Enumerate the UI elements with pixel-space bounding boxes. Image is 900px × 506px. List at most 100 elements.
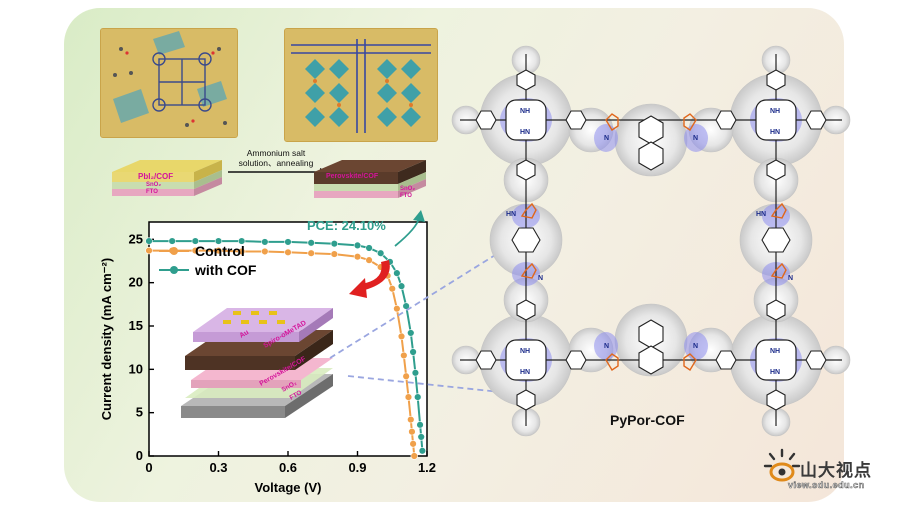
data-point-cof <box>416 421 424 429</box>
watermark-url-text: view.sdu.edu.cn <box>788 480 865 491</box>
data-point-control <box>145 246 153 255</box>
y-tick-label: 5 <box>136 405 143 420</box>
data-point-cof <box>145 237 153 245</box>
y-axis-label: Current density (mA cm⁻²) <box>99 258 114 420</box>
data-point-cof <box>307 239 315 247</box>
pypor-cof-structure: NH HN NH HN NH HN NH HN N N N N HN HN N … <box>451 45 851 437</box>
data-point-control <box>307 249 315 257</box>
atom-label-hn-1: HN <box>520 129 530 136</box>
pce-annotation: PCE: 24.10% <box>307 218 386 233</box>
data-point-control <box>330 250 339 258</box>
data-point-cof <box>365 244 373 252</box>
y-tick-label: 0 <box>136 448 143 463</box>
au-layer-label: Au <box>239 329 251 340</box>
data-point-control <box>408 428 416 436</box>
data-point-control <box>409 440 417 448</box>
data-point-cof <box>376 249 385 257</box>
atom-label-n-1: N <box>604 135 609 142</box>
data-point-control <box>237 247 246 256</box>
data-point-control <box>261 247 269 256</box>
atom-label-hn-4: HN <box>770 369 780 376</box>
atom-label-nh-2: NH <box>770 108 780 115</box>
perovskite-cof-layer-label: Perovskite/COF <box>326 173 379 180</box>
data-point-cof <box>417 433 425 441</box>
atom-label-nh-3: NH <box>520 348 530 355</box>
data-point-control <box>400 351 408 360</box>
atom-label-n-6: N <box>788 275 793 282</box>
fto-layer-label-right: FTO <box>400 193 412 199</box>
data-point-control <box>407 415 415 424</box>
atom-label-hn-5: HN <box>506 211 516 218</box>
watermark-chinese-text: 山大视点 <box>800 461 872 480</box>
x-tick-label: 0.9 <box>348 460 366 475</box>
legend-label-cof: with COF <box>194 262 257 278</box>
atom-label-n-3: N <box>604 343 609 350</box>
x-tick-label: 0.3 <box>209 460 227 475</box>
y-tick-label: 25 <box>129 231 143 246</box>
data-point-cof <box>397 282 406 290</box>
atom-label-hn-6: HN <box>756 211 766 218</box>
data-point-control <box>393 304 401 313</box>
data-point-control <box>284 248 292 257</box>
pbi2-cof-layer-stack: PbI₂/COF SnO₂ FTO <box>112 160 222 200</box>
atom-label-hn-2: HN <box>770 129 780 136</box>
data-point-cof <box>402 302 410 310</box>
data-point-cof <box>393 269 401 277</box>
y-tick-label: 20 <box>129 275 143 290</box>
arrow-label-line1: Ammonium salt <box>246 148 306 158</box>
chart-legend: Control with COF <box>159 243 257 278</box>
pbi2-cof-structure-image <box>100 28 238 138</box>
x-tick-label: 0.6 <box>279 460 297 475</box>
x-axis-label: Voltage (V) <box>255 480 322 495</box>
legend-marker-cof <box>170 266 178 274</box>
perovskite-cof-structure-image <box>284 28 438 142</box>
data-point-cof <box>261 238 269 246</box>
data-point-cof <box>214 237 223 245</box>
arrow-label-line2: solution、annealing <box>238 158 314 168</box>
data-point-cof <box>191 237 200 245</box>
data-point-control <box>410 452 418 460</box>
data-point-control <box>388 285 396 293</box>
data-point-control <box>214 246 223 255</box>
y-tick-label: 10 <box>129 361 143 376</box>
device-stack-illustration <box>181 308 333 418</box>
data-point-cof <box>353 241 362 250</box>
sdu-view-logo-icon <box>763 448 801 482</box>
perovskite-cof-layer-stack: Perovskite/COF SnO₂ FTO <box>314 160 426 204</box>
atom-label-hn-3: HN <box>520 369 530 376</box>
y-tick-label: 15 <box>129 318 143 333</box>
data-point-cof <box>330 239 339 248</box>
atom-label-n-2: N <box>693 135 698 142</box>
x-axis-ticks: 0 0.3 0.6 0.9 1.2 <box>145 451 436 475</box>
data-point-control <box>402 372 410 380</box>
data-point-cof <box>418 447 427 455</box>
data-point-control <box>397 332 406 341</box>
jv-curve-chart: 0 5 10 15 20 25 0 0.3 0.6 0.9 1.2 Current density… <box>99 210 436 495</box>
fto-layer-label-left: FTO <box>146 189 158 195</box>
atom-label-n-5: N <box>538 275 543 282</box>
x-tick-label: 0 <box>145 460 152 475</box>
cof-name-label: PyPor-COF <box>610 412 685 428</box>
pbi2-cof-layer-label: PbI₂/COF <box>138 172 174 181</box>
sno2-layer-label-left: SnO₂ <box>146 182 161 188</box>
x-tick-label: 1.2 <box>418 460 436 475</box>
data-point-cof <box>411 369 420 377</box>
sdu-view-watermark: 山大视点 view.sdu.edu.cn <box>762 440 892 500</box>
atom-label-n-4: N <box>693 343 698 350</box>
y-axis-ticks: 0 5 10 15 20 25 <box>129 231 154 463</box>
data-point-cof <box>237 237 246 245</box>
atom-label-nh-4: NH <box>770 348 780 355</box>
pce-arrowhead-icon <box>413 210 425 222</box>
data-point-cof <box>168 237 176 245</box>
atom-label-nh-1: NH <box>520 108 530 115</box>
data-point-control <box>353 252 362 261</box>
data-point-control <box>191 246 200 255</box>
legend-marker-control <box>170 247 178 255</box>
data-point-cof <box>414 393 422 401</box>
data-point-control <box>404 393 413 401</box>
sno2-layer-label-right: SnO₂ <box>400 186 415 192</box>
data-point-cof <box>409 348 417 356</box>
data-point-cof <box>284 238 292 246</box>
legend-label-control: Control <box>195 243 245 259</box>
data-point-control <box>365 256 373 264</box>
